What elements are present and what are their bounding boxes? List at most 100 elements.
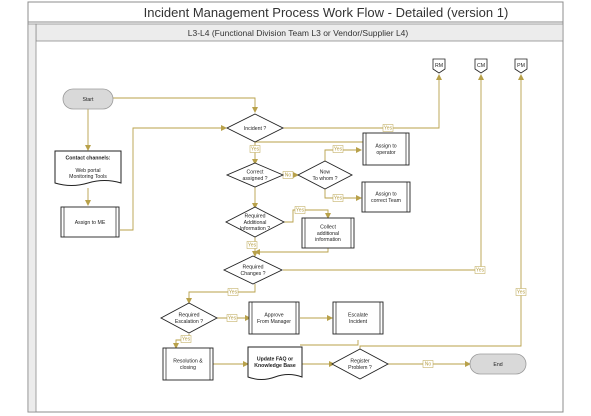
edge-label-text: Yes bbox=[384, 126, 393, 132]
diagram-title: Incident Management Process Work Flow - … bbox=[144, 5, 509, 20]
node-end-label: End bbox=[493, 362, 502, 368]
edge-label: Yes bbox=[515, 288, 527, 296]
node-additional-info-label: Required bbox=[244, 214, 265, 220]
node-additional-info-label: Information ? bbox=[240, 226, 270, 232]
node-escalation-label: Escalation ? bbox=[175, 319, 203, 325]
node-correct-assigned-shape bbox=[225, 162, 285, 188]
node-approve-shape bbox=[248, 301, 300, 335]
node-faq-shape bbox=[247, 346, 303, 380]
lane-title: L3-L4 (Functional Division Team L3 or Ve… bbox=[188, 28, 409, 38]
node-changes-label: Changes ? bbox=[240, 271, 265, 277]
edge-label-text: Yes bbox=[334, 147, 343, 153]
node-collect-info-label: additional bbox=[317, 231, 339, 237]
node-incident: Incident ? bbox=[225, 113, 285, 143]
node-start-shape bbox=[62, 88, 114, 110]
node-rm-shape bbox=[432, 58, 446, 74]
node-rm-label: RM bbox=[435, 63, 443, 69]
node-assign-me: Assign to ME bbox=[60, 206, 120, 238]
edge-label-text: Yes bbox=[248, 243, 257, 249]
node-assign-me-label: Assign to ME bbox=[75, 220, 106, 226]
node-resolution-shape bbox=[162, 347, 214, 381]
node-now-to-whom-shape bbox=[297, 160, 353, 190]
node-now-to-whom-label: Now bbox=[320, 170, 331, 176]
edge-label: Yes bbox=[474, 266, 486, 274]
edge-label: Yes bbox=[294, 206, 306, 214]
node-register-problem-label: Register bbox=[350, 359, 370, 365]
edge-label: No bbox=[422, 360, 434, 368]
node-rm: RM bbox=[432, 58, 446, 74]
node-assign-correct-team-label: Assign to bbox=[375, 192, 396, 198]
node-resolution: Resolution &closing bbox=[162, 347, 214, 381]
node-escalation-shape bbox=[160, 302, 218, 334]
node-assign-correct-team-shape bbox=[361, 181, 411, 213]
edge-collect-to-changes bbox=[254, 248, 329, 255]
node-collect-info-shape bbox=[301, 217, 355, 249]
node-collect-info-label: information bbox=[315, 237, 341, 243]
node-cm-shape bbox=[474, 58, 488, 74]
node-register-problem-label: Problem ? bbox=[348, 365, 372, 371]
edge-label: Yes bbox=[246, 241, 258, 249]
node-faq-label: Knowledge Base bbox=[254, 363, 296, 369]
edge-changes-to-escalation bbox=[186, 284, 256, 304]
node-pm-label: PM bbox=[517, 63, 525, 69]
node-changes-label: Required bbox=[242, 265, 263, 271]
node-assign-correct-team-label: correct Team bbox=[371, 198, 401, 204]
node-now-to-whom-label: To whom ? bbox=[312, 176, 337, 182]
node-correct-assigned-label: assigned ? bbox=[242, 176, 267, 182]
node-register-problem-shape bbox=[331, 348, 389, 380]
edge-start-to-incident bbox=[113, 97, 258, 113]
edge-label: Yes bbox=[249, 145, 261, 153]
edge-label: Yes bbox=[180, 335, 192, 343]
edge-label-text: Yes bbox=[296, 208, 305, 214]
node-assign-operator-label: operator bbox=[376, 150, 396, 156]
edge-label-text: Yes bbox=[229, 290, 238, 296]
swimlane-side-bar bbox=[27, 23, 37, 413]
node-additional-info-shape bbox=[225, 206, 285, 238]
node-collect-info-label: Collect bbox=[320, 225, 336, 231]
edge-label: No bbox=[282, 171, 294, 179]
node-start-label: Start bbox=[83, 97, 95, 103]
edge-assign-me-to-incident bbox=[120, 125, 227, 231]
node-escalate-label: Incident bbox=[349, 319, 368, 325]
edge-whom-to-team bbox=[324, 189, 362, 201]
edge-label-text: No bbox=[285, 173, 292, 179]
edge-label-text: Yes bbox=[334, 196, 343, 202]
node-assign-operator-shape bbox=[362, 132, 410, 166]
edge-label-text: Yes bbox=[228, 316, 237, 322]
edge-label-text: No bbox=[425, 362, 432, 368]
edge-label: Yes bbox=[226, 314, 238, 322]
edge-whom-to-operator bbox=[324, 147, 362, 161]
edge-label: Yes bbox=[382, 124, 394, 132]
node-resolution-label: closing bbox=[180, 365, 196, 371]
node-changes-shape bbox=[222, 255, 284, 285]
node-incident-shape bbox=[225, 113, 285, 143]
node-incident-label: Incident ? bbox=[244, 126, 267, 132]
node-end: End bbox=[469, 353, 527, 375]
node-faq-label: Update FAQ or bbox=[257, 357, 293, 363]
edge-label-text: Yes bbox=[182, 337, 191, 343]
edge-label-text: Yes bbox=[476, 268, 485, 274]
node-contact-label: Monitoring Tools bbox=[69, 174, 107, 180]
node-cm: CM bbox=[474, 58, 488, 74]
edge-incident-to-rm bbox=[283, 74, 442, 129]
node-contact-label: Contact channels: bbox=[66, 156, 111, 162]
node-approve-label: From Manager bbox=[257, 319, 291, 325]
node-start: Start bbox=[62, 88, 114, 110]
title-bar bbox=[27, 1, 564, 23]
node-escalate-shape bbox=[332, 301, 384, 335]
node-end-shape bbox=[469, 353, 527, 375]
